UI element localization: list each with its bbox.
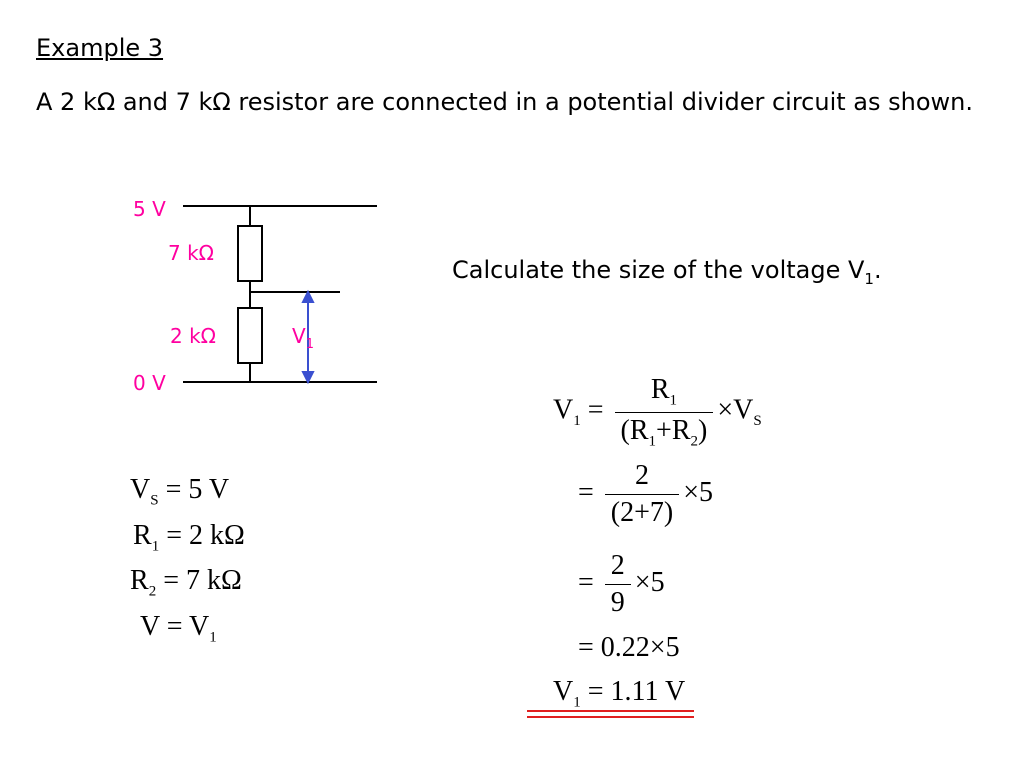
problem-statement: A 2 kΩ and 7 kΩ resistor are connected i… — [36, 88, 973, 116]
label-0v: 0 V — [133, 371, 166, 395]
solution-line-2: = 2 (2+7) ×5 — [578, 460, 714, 528]
solution-final-answer: V1 = 1.11 V — [553, 676, 686, 711]
question-text: Calculate the size of the voltage V1. — [452, 256, 882, 288]
label-7k: 7 kΩ — [168, 241, 214, 265]
solution-line-4: = 0.22×5 — [578, 632, 680, 663]
slide-title: Example 3 — [36, 34, 164, 62]
question-main: Calculate the size of the voltage V — [452, 256, 865, 284]
given-vs: VS = 5 V — [130, 474, 230, 509]
given-r2: R2 = 7 kΩ — [130, 565, 242, 600]
question-subscript: 1 — [864, 269, 874, 288]
label-5v: 5 V — [133, 197, 166, 221]
given-r1: R1 = 2 kΩ — [133, 520, 245, 555]
label-2k: 2 kΩ — [170, 324, 216, 348]
resistor-7k — [237, 225, 263, 282]
given-v: V = V1 — [140, 611, 217, 646]
v1-arrow — [301, 289, 315, 385]
solution-line-1: V1 = R1 (R1+R2) ×VS — [553, 374, 762, 450]
solution-line-3: = 2 9 ×5 — [578, 550, 665, 618]
question-end: . — [873, 256, 882, 284]
label-v1: V1 — [292, 324, 314, 352]
